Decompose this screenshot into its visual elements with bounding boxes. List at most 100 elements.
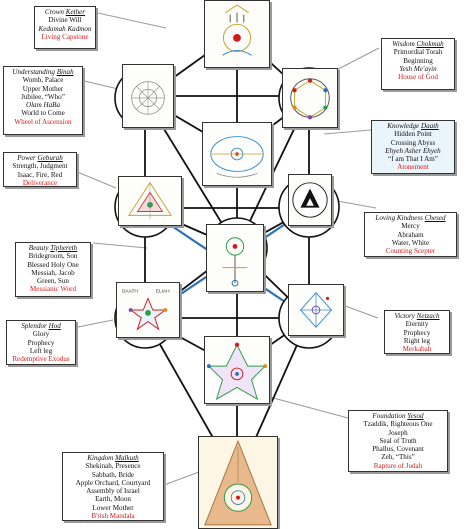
victory-line: Prophecy — [403, 328, 431, 337]
wisdom-label-box: Wisdom Chokmah Primordial Torah Beginnin… — [381, 38, 455, 90]
splendor-line: Prophecy — [27, 338, 55, 347]
beauty-artwork — [206, 224, 264, 292]
understanding-artwork — [122, 64, 174, 128]
understanding-line: Olam HaBa — [25, 101, 61, 110]
beauty-label-box: Beauty Tiphereth Bridegroom, Son Blessed… — [15, 242, 91, 297]
splendor-label-box: Splendor Hod Glory Prophecy Left leg Red… — [6, 320, 76, 365]
knowledge-line: Crossing Abyss — [390, 138, 436, 147]
power-theme: Deliverance — [22, 178, 58, 187]
power-title: Power — [17, 154, 36, 162]
kindness-line: Abraham — [397, 230, 424, 239]
splendor-art-label-left: DAATH — [122, 289, 138, 295]
callout-foundation — [265, 395, 349, 419]
understanding-line: World to Come — [21, 109, 65, 118]
victory-title: Victory — [394, 312, 415, 320]
splendor-artwork: DAATH ELIAH — [116, 282, 180, 338]
splendor-art-label-right: ELIAH — [156, 289, 170, 295]
splendor-title: Splendor — [21, 322, 47, 330]
understanding-label-box: Understanding Binah Womb, Palace Upper M… — [3, 66, 83, 135]
kingdom-line: Lower Mother — [92, 503, 134, 512]
beauty-line: Blessed Holy One — [27, 260, 79, 269]
beauty-line: Green, Sun — [37, 277, 69, 286]
wisdom-line: Beginning — [403, 56, 433, 65]
callout-power — [74, 170, 117, 189]
foundation-artwork — [204, 336, 270, 404]
crown-line: Kedumah Kadmon — [38, 24, 92, 33]
knowledge-line: Ehyeh Asher Ehyeh — [385, 146, 441, 155]
knowledge-theme: Atonement — [397, 163, 429, 172]
beauty-line: Bridegroom, Son — [28, 252, 78, 261]
callout-lines — [72, 11, 380, 486]
callout-knowledge — [323, 129, 372, 135]
understanding-theme: Wheel of Ascension — [14, 117, 72, 126]
wisdom-hebrew-name: Chokmah — [416, 40, 444, 48]
callout-kingdom — [163, 471, 200, 486]
knowledge-hebrew-name: Daath — [420, 122, 439, 130]
kingdom-theme: B'rish Mandala — [91, 512, 135, 521]
beauty-theme: Messianic Word — [30, 285, 76, 294]
victory-hebrew-name: Netzach — [416, 312, 440, 320]
power-label-box: Power Geburah Strength, Judgment Isaac, … — [3, 152, 77, 187]
kindness-theme: Counting Scepter — [385, 247, 436, 256]
wisdom-line: Primordial Torah — [393, 48, 443, 57]
kingdom-label-box: Kingdom Malkuth Shekinah, Presence Sabba… — [62, 452, 164, 521]
crown-line: Divine Will — [48, 16, 82, 25]
foundation-line: Seal of Truth — [379, 436, 417, 445]
foundation-label-box: Foundation Yesod Tzaddik, Righteous One … — [348, 410, 448, 472]
understanding-line: Upper Mother — [22, 84, 64, 93]
foundation-line: Phallus, Covenant — [372, 445, 424, 454]
beauty-hebrew-name: Tiphereth — [50, 244, 78, 252]
splendor-hebrew-name: Hod — [48, 322, 61, 330]
wisdom-title: Wisdom — [392, 40, 415, 48]
knowledge-line: “I am That I Am” — [388, 155, 438, 164]
callout-crown — [92, 11, 167, 29]
beauty-title: Beauty — [28, 244, 49, 252]
victory-line: Right leg — [403, 336, 431, 345]
foundation-line: Joseph — [388, 428, 408, 437]
kingdom-line: Shekinah, Presence — [85, 462, 141, 471]
knowledge-label-box: Knowledge Daath Hidden Point Crossing Ab… — [371, 120, 455, 174]
power-line: Isaac, Fire, Red — [17, 170, 63, 179]
knowledge-title: Knowledge — [387, 122, 420, 130]
power-hebrew-name: Geburah — [37, 154, 63, 162]
splendor-line: Left leg — [29, 346, 53, 355]
understanding-hebrew-name: Binah — [56, 68, 74, 76]
wisdom-artwork — [282, 68, 338, 128]
crown-hebrew-name: Kether — [65, 8, 86, 16]
kingdom-line: Earth, Moon — [95, 495, 131, 504]
kindness-title: Loving Kindness — [375, 214, 423, 222]
kingdom-line: Assembly of Israel — [86, 487, 140, 496]
knowledge-line: Hidden Point — [394, 130, 432, 139]
wisdom-theme: House of God — [398, 73, 438, 82]
kindness-hebrew-name: Chesed — [424, 214, 446, 222]
victory-line: Eternity — [405, 320, 429, 329]
power-artwork — [118, 176, 182, 226]
foundation-line: Tzaddik, Righteous One — [363, 420, 433, 429]
beauty-line: Messiah, Jacob — [31, 268, 75, 277]
kingdom-artwork — [198, 436, 278, 529]
splendor-theme: Redemptive Exodus — [12, 355, 70, 364]
victory-artwork — [288, 284, 344, 336]
knowledge-artwork — [202, 122, 272, 186]
victory-label-box: Victory Netzach Eternity Prophecy Right … — [384, 310, 450, 354]
crown-label-box: Crown Kether Divine Will Kedumah Kadmon … — [34, 6, 96, 49]
callout-beauty — [92, 242, 148, 249]
wisdom-line: Yesh Me'ayin — [399, 64, 437, 73]
callout-splendor — [72, 319, 114, 329]
splendor-line: Glory — [32, 330, 50, 339]
crown-title: Crown — [44, 8, 64, 16]
kindness-label-box: Loving Kindness Chesed Mercy Abraham Wat… — [364, 212, 457, 257]
foundation-theme: Rapture of Judah — [373, 461, 423, 470]
victory-theme: Merkabah — [402, 345, 432, 354]
kindness-line: Water, White — [391, 238, 430, 247]
kindness-artwork — [288, 174, 332, 226]
kingdom-line: Apple Orchard, Courtyard — [75, 478, 151, 487]
understanding-line: Womb, Palace — [22, 76, 64, 85]
foundation-line: Zeh, “This” — [381, 453, 415, 462]
kindness-line: Mercy — [401, 222, 420, 231]
foundation-hebrew-name: Yesod — [407, 412, 424, 420]
crown-artwork — [204, 0, 270, 68]
understanding-title: Understanding — [12, 68, 55, 76]
kingdom-hebrew-name: Malkuth — [115, 454, 139, 462]
foundation-title: Foundation — [372, 412, 406, 420]
